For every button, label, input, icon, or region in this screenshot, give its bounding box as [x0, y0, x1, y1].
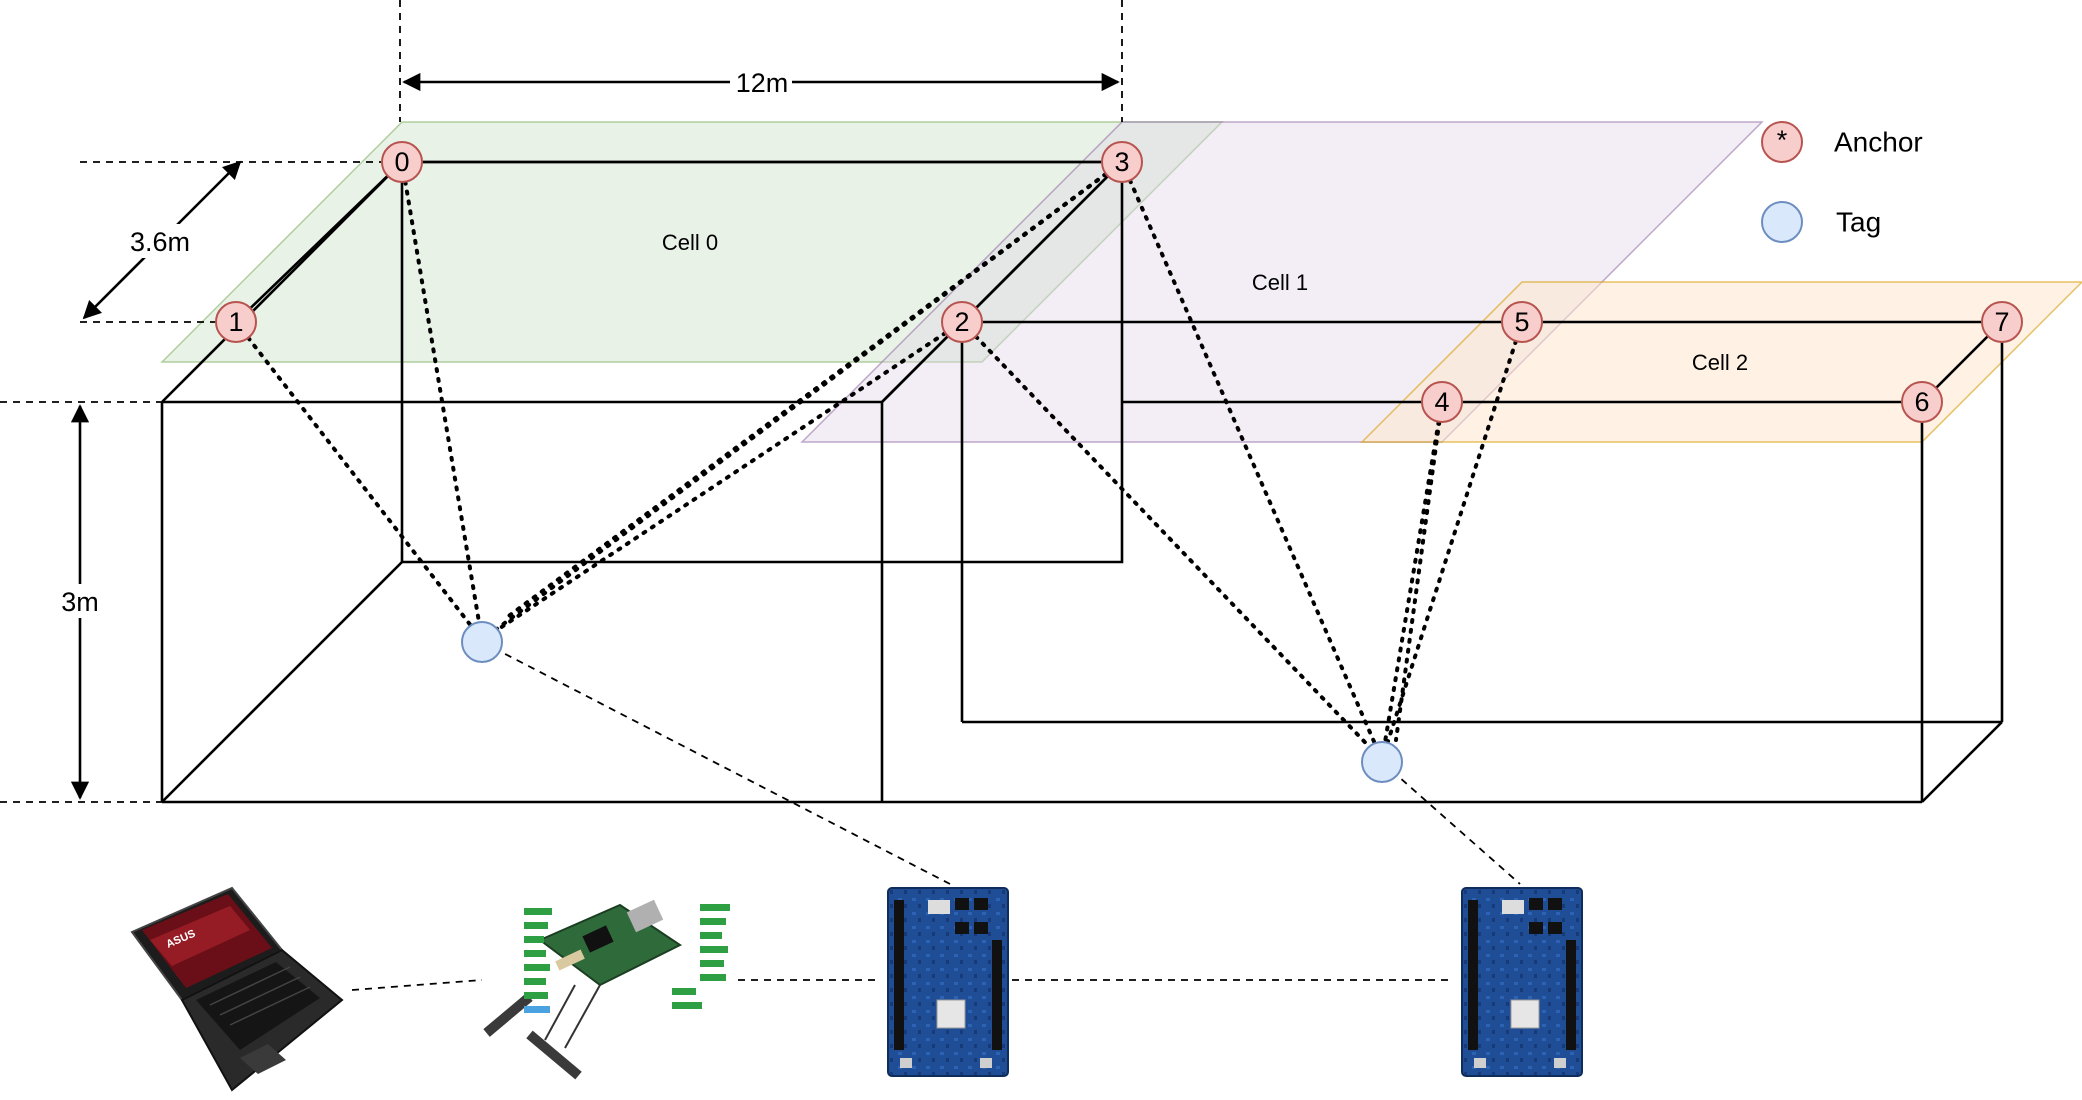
anchor-4-label: 4	[1434, 387, 1449, 417]
legend-anchor-symbol: *	[1777, 125, 1788, 155]
cell-labels: Cell 0 Cell 1 Cell 2	[662, 230, 1748, 375]
anchor-3: 3	[1101, 141, 1143, 183]
anchor-0: 0	[381, 141, 423, 183]
uwb-board-1-image	[887, 887, 1009, 1077]
legend-anchor: * Anchor	[1761, 121, 1923, 163]
depth-dimension-label: 3.6m	[130, 227, 190, 257]
tag-device-links	[481, 641, 1521, 885]
height-dimension-label: 3m	[61, 587, 99, 617]
cell-0-label: Cell 0	[662, 230, 718, 255]
gateway-board-image	[483, 899, 730, 1080]
anchor-2-label: 2	[954, 307, 969, 337]
cell-2-label: Cell 2	[1692, 350, 1748, 375]
tags	[461, 621, 1403, 783]
legend-anchor-label: Anchor	[1834, 127, 1923, 158]
uwb-board-2-image	[1461, 887, 1583, 1077]
legend: * Anchor Tag	[1761, 121, 1923, 243]
anchor-2: 2	[941, 301, 983, 343]
cell-1-label: Cell 1	[1252, 270, 1308, 295]
anchor-7-label: 7	[1994, 307, 2009, 337]
device-chain-links	[351, 979, 1450, 991]
anchor-3-label: 3	[1114, 147, 1129, 177]
legend-tag-label: Tag	[1836, 207, 1881, 238]
tag-a	[461, 621, 503, 663]
anchor-0-label: 0	[394, 147, 409, 177]
width-dimension-label: 12m	[736, 68, 789, 98]
anchor-5-label: 5	[1514, 307, 1529, 337]
anchor-6-label: 6	[1914, 387, 1929, 417]
dimension-guides: 12m 3.6m 3m	[0, 0, 1123, 803]
anchor-1: 1	[215, 301, 257, 343]
anchor-1-label: 1	[228, 307, 243, 337]
laptop-image: ASUS	[130, 886, 344, 1092]
anchor-frame-lines	[235, 160, 1123, 323]
anchor-5: 5	[1501, 301, 1543, 343]
anchor-6: 6	[1901, 381, 1943, 423]
anchors: 0 1 2 3 4 5 6 7	[215, 141, 2023, 423]
ranging-links	[234, 160, 1524, 762]
anchor-7: 7	[1981, 301, 2023, 343]
anchor-4: 4	[1421, 381, 1463, 423]
tag-b	[1361, 741, 1403, 783]
legend-tag: Tag	[1761, 201, 1881, 243]
